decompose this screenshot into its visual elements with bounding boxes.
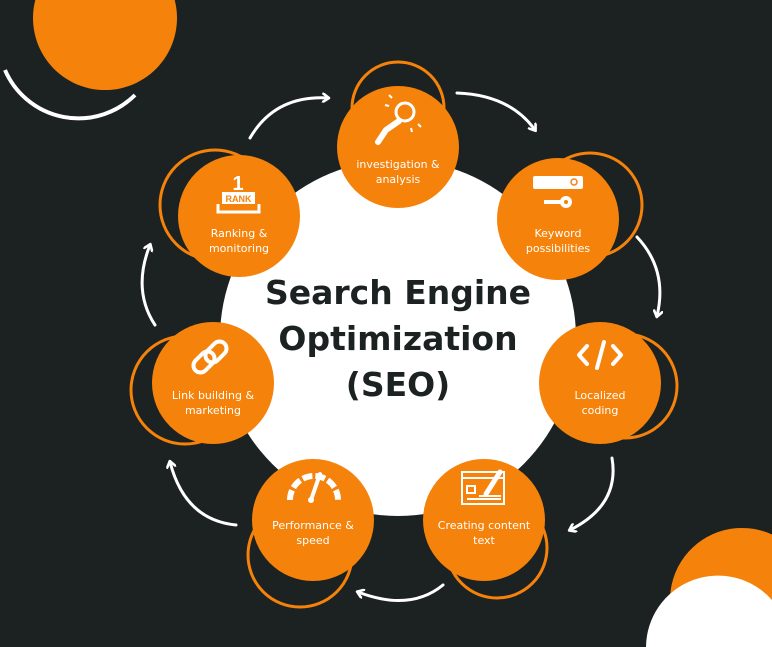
title-line-1: Search Engine xyxy=(264,273,532,312)
deco-arc-top-left xyxy=(3,69,137,121)
deco-white-circle-bottom-right xyxy=(646,575,772,647)
step-link-label: Link building &marketing xyxy=(171,389,255,417)
svg-text:1: 1 xyxy=(232,173,243,195)
svg-text:RANK: RANK xyxy=(226,194,252,204)
deco-circle-top-left xyxy=(33,0,177,91)
step-ranking-label: Ranking &monitoring xyxy=(208,227,270,255)
flow-arrows xyxy=(140,91,660,602)
title-line-3: (SEO) xyxy=(345,365,451,404)
page-title: Search Engine Optimization (SEO) xyxy=(218,270,578,408)
center-circle xyxy=(220,160,576,516)
step-performance-label: Performance &speed xyxy=(272,519,354,547)
magnifier-hand-icon xyxy=(375,94,422,145)
step-circles xyxy=(152,86,661,581)
link-icon xyxy=(191,339,229,375)
content-edit-icon xyxy=(461,469,505,505)
code-icon xyxy=(577,340,623,370)
speedometer-icon xyxy=(287,472,341,503)
title-line-2: Optimization xyxy=(278,319,518,358)
step-investigation-label: investigation &analysis xyxy=(356,158,440,186)
rank-icon: 1 RANK xyxy=(216,173,261,214)
search-key-icon xyxy=(533,176,583,208)
